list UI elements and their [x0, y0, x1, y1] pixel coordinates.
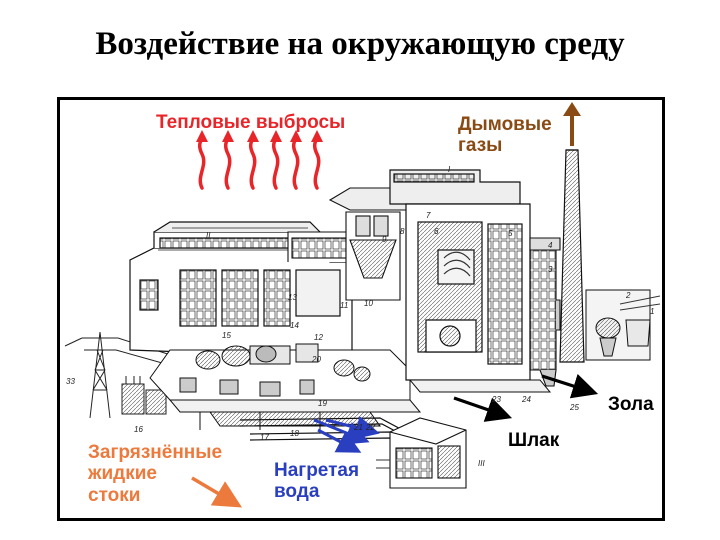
pump-house [376, 417, 467, 489]
callout-12: 12 [314, 333, 323, 342]
liquid-waste-line3: стоки [88, 484, 141, 506]
liquid-waste-arrow [191, 476, 243, 508]
liquid-waste-label: Загрязнённые жидкие стоки [88, 442, 222, 506]
slag-label: Шлак [508, 430, 560, 451]
callout-9: 9 [382, 235, 387, 244]
heated-water-line2: вода [274, 481, 320, 503]
heat-emissions-label: Тепловые выбросы [156, 112, 346, 133]
callout-15: 15 [222, 331, 231, 340]
heat-arrow-4 [271, 136, 280, 190]
callout-5: 5 [508, 229, 513, 238]
turbine-hall [129, 221, 353, 359]
flue-gases-label: Дымовые газы [458, 114, 552, 157]
callout-24: 24 [521, 395, 531, 404]
transformer [121, 376, 167, 415]
liquid-waste-line1: Загрязнённые [88, 442, 223, 463]
precipitator [529, 237, 561, 387]
heat-arrow-5 [291, 136, 300, 190]
callout-21: 21 [353, 423, 363, 432]
callout-3: 3 [548, 265, 553, 274]
callout-11: 11 [340, 301, 348, 310]
flue-gas-arrow [563, 102, 581, 146]
callout-17: 17 [260, 433, 269, 442]
boiler-house [389, 169, 531, 381]
plant-illustration: I II III 1 2 3 4 5 6 7 8 9 10 11 12 13 1… [64, 102, 661, 508]
ash-arrow [541, 373, 599, 399]
heated-water-label: Нагретая вода [274, 460, 359, 503]
callout-2: 2 [625, 291, 631, 300]
callout-1: 1 [650, 307, 654, 316]
callout-7: 7 [426, 211, 431, 220]
heat-arrow-1 [197, 136, 206, 190]
callout-33: 33 [66, 377, 75, 386]
callout-13: 13 [288, 293, 297, 302]
heated-water-line1: Нагретая [274, 460, 360, 481]
callout-8: 8 [400, 227, 405, 236]
callout-4: 4 [548, 241, 553, 250]
callout-25: 25 [569, 403, 579, 412]
machine-floor [149, 343, 411, 401]
callout-II: II [206, 231, 211, 240]
slag-arrow [453, 396, 513, 422]
callout-20: 20 [311, 355, 321, 364]
callout-6: 6 [434, 227, 439, 236]
heat-arrow-6 [312, 136, 321, 190]
slide-title: Воздействие на окружающую среду [95, 26, 625, 62]
water-return-arrow [325, 415, 380, 440]
heat-arrow-2 [223, 136, 232, 190]
callout-23: 23 [491, 395, 501, 404]
callout-I: I [448, 165, 451, 174]
chimney [559, 149, 585, 363]
callout-III: III [478, 459, 485, 468]
ash-label: Зола [608, 394, 654, 415]
heat-arrow-3 [248, 136, 257, 190]
callout-18: 18 [290, 429, 299, 438]
heat-emission-arrows [197, 136, 321, 190]
callout-14: 14 [290, 321, 299, 330]
flue-gases-line2: газы [458, 135, 503, 157]
callout-22: 22 [365, 423, 375, 432]
callout-19: 19 [318, 399, 327, 408]
callout-10: 10 [364, 299, 373, 308]
callout-16: 16 [134, 425, 143, 434]
power-plant-diagram: I II III 1 2 3 4 5 6 7 8 9 10 11 12 13 1… [57, 97, 665, 521]
flue-gases-line1: Дымовые [458, 114, 552, 135]
liquid-waste-line2: жидкие [88, 463, 157, 485]
water-treatment [585, 289, 661, 361]
callout-numbers: I II III 1 2 3 4 5 6 7 8 9 10 11 12 13 1… [66, 165, 654, 468]
